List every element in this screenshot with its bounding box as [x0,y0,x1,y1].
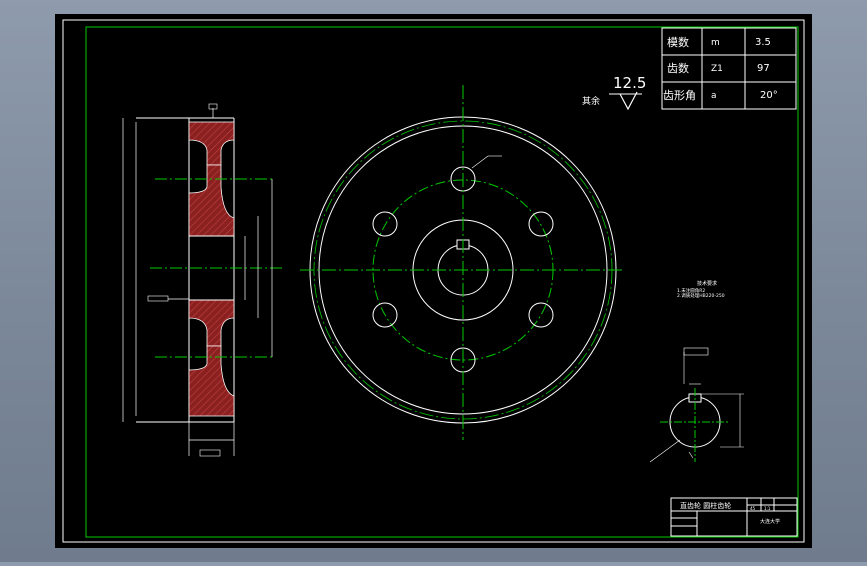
roughness-symbol: 12.5 其余 [582,74,646,111]
title-block-school: 大连大学 [760,518,780,525]
front-view [300,85,622,440]
param-name: 模数 [667,36,689,49]
param-symbol: a [711,91,717,101]
title-block-scale: 1:1 [764,506,771,511]
param-row: 模数 m 3.5 [667,36,771,49]
param-name: 齿形角 [663,89,696,102]
web-hole [528,302,554,328]
notes-line: 1.未注圆角R2 [677,287,705,294]
param-table: 模数 m 3.5 齿数 Z1 97 齿形角 a 20° [661,27,797,110]
section-hatch-upper-hub [188,164,235,237]
param-value: 20° [760,90,778,101]
param-row: 齿数 Z1 97 [667,62,770,75]
param-symbol: Z1 [711,64,723,74]
drawing-canvas [55,14,812,548]
web-hole [372,302,398,328]
notes-line: 2.调质处理HB220-250 [677,292,725,299]
title-block-title: 直齿轮 圆柱齿轮 [680,501,731,510]
drawing-frame [85,26,799,538]
keyway-detail-view [649,347,744,463]
section-hatch-lower-rim [188,345,235,417]
side-section-view [122,103,285,457]
sheet-border [62,19,805,543]
title-block-material: 45 [750,506,756,511]
param-value: 97 [757,63,770,74]
param-row: 齿形角 a 20° [663,89,778,102]
notes-title: 技术要求 [697,280,717,287]
param-name: 齿数 [667,62,689,75]
title-block: 直齿轮 圆柱齿轮 45 1:1 大连大学 [670,497,798,537]
param-symbol: m [711,38,720,48]
roughness-label: 其余 [582,95,600,107]
web-hole [372,211,398,237]
technical-notes: 技术要求 1.未注圆角R2 2.调质处理HB220-250 [677,280,725,299]
web-hole [528,211,554,237]
param-value: 3.5 [755,37,771,48]
roughness-value: 12.5 [613,74,646,92]
